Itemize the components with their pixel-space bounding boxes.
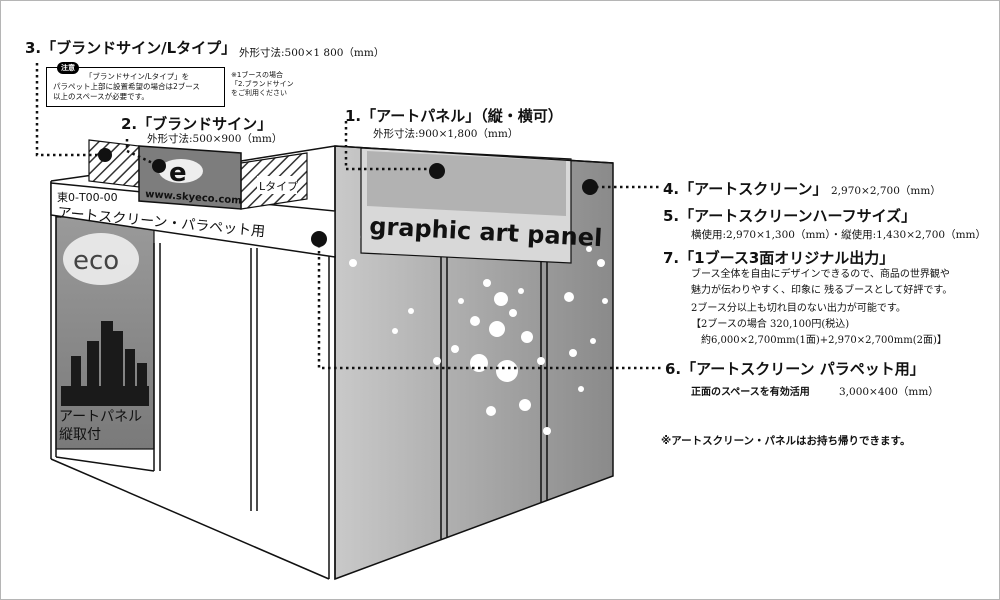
booth-id-label: 東0-T00-00 (57, 191, 118, 204)
original-output-line-3: 2ブース分以上も切れ目のない出力が可能です。 (691, 303, 906, 314)
city-skyline-illustration (61, 321, 149, 406)
parapet-screen-dimensions: 3,000×400（mm） (839, 386, 939, 398)
brand-sign-title: 2.「ブランドサイン」 (121, 115, 273, 133)
l-type-label: Lタイプ (259, 180, 298, 193)
original-output-title: 7.「1ブース3面オリジナル出力」 (663, 249, 895, 267)
art-screen-title: 4.「アートスクリーン」 (663, 180, 828, 198)
original-output-line-2: 魅力が伝わりやすく、印象に 残るブースとして好評です。 (691, 285, 953, 296)
parapet-screen-title: 6.「アートスクリーン パラペット用」 (665, 360, 925, 378)
original-output-line-1: ブース全体を自由にデザインできるので、商品の世界観や (691, 269, 950, 280)
booth-frame (50, 181, 336, 580)
brand-sign-dimensions: 外形寸法:500×900（mm） (147, 133, 283, 145)
art-screen-half-dimensions: 横使用:2,970×1,300（mm）・縦使用:1,430×2,700（mm） (691, 229, 986, 241)
graphic-art-panel-photo (367, 151, 566, 216)
single-booth-note: ※1ブースの場合 「2.ブランドサイン をご利用ください (231, 71, 294, 98)
take-home-note: ※アートスクリーン・パネルはお持ち帰りできます。 (661, 435, 911, 447)
note-line-1: 「ブランドサイン/Lタイプ」を (84, 72, 190, 81)
art-panel-title: 1.「アートパネル」（縦・横可） (345, 107, 563, 125)
side-note-1: ※1ブースの場合 (231, 71, 283, 79)
brand-sign-l-type-title: 3.「ブランドサイン/Lタイプ」 (25, 39, 237, 57)
eco-logo-text: eco (73, 246, 119, 276)
art-screen-dimensions: 2,970×2,700（mm） (831, 185, 941, 197)
note-text: 「ブランドサイン/Lタイプ」を パラペット上部に設置希望の場合は2ブース 以上の… (53, 72, 221, 102)
note-badge: 注意 (57, 62, 79, 74)
l-type-note: 注意 「ブランドサイン/Lタイプ」を パラペット上部に設置希望の場合は2ブース … (46, 62, 225, 107)
leader-lines (35, 63, 663, 370)
art-panel-vertical-label-2: 縦取付 (59, 427, 101, 443)
original-output-size: 約6,000×2,700mm(1面)+2,970×2,700mm(2面)】 (701, 335, 947, 346)
parapet-screen-description: 正面のスペースを有効活用 (691, 387, 810, 398)
original-output-price: 【2ブースの場合 320,100円(税込) (691, 319, 850, 330)
brand-sign-l-type-dimensions: 外形寸法:500×1 800（mm） (239, 47, 385, 59)
art-panel-dimensions: 外形寸法:900×1,800（mm） (373, 128, 519, 140)
brand-sign-l-type-left (88, 139, 140, 188)
art-panel-vertical-label-1: アートパネル (59, 409, 142, 425)
side-note-2: 「2.ブランドサイン (231, 80, 294, 88)
brand-sign-letter: e (169, 158, 187, 188)
side-note-3: をご利用ください (231, 89, 287, 97)
note-line-3: 以上のスペースが必要です。 (53, 92, 149, 101)
leader-dots (98, 148, 598, 247)
eco-blob (63, 233, 139, 285)
art-screen-half-title: 5.「アートスクリーンハーフサイズ」 (663, 207, 917, 225)
note-line-2: パラペット上部に設置希望の場合は2ブース (53, 82, 200, 91)
original-output-description: ブース全体を自由にデザインできるので、商品の世界観や 魅力が伝わりやすく、印象に… (691, 267, 952, 349)
